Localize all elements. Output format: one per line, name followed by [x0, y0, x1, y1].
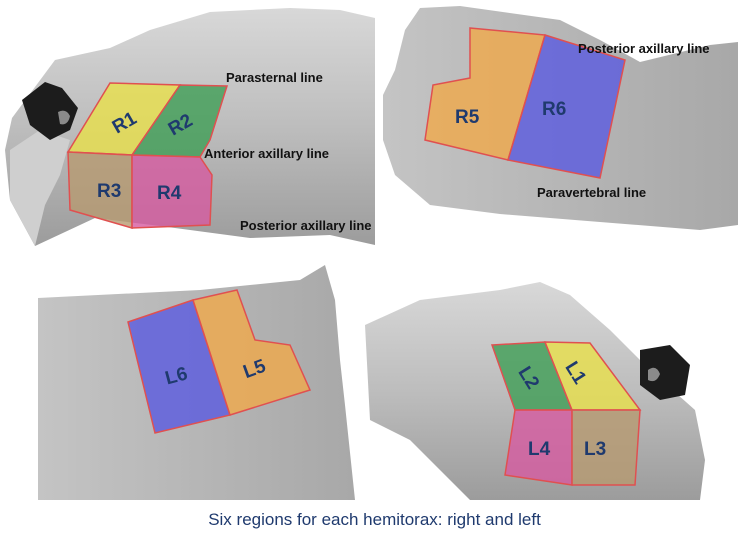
- parasternal-line-label: Parasternal line: [226, 70, 323, 85]
- region-r3-label: R3: [97, 181, 121, 202]
- region-l3-shape[interactable]: [571, 409, 641, 486]
- arm-photo: [10, 130, 70, 246]
- region-r5-label: R5: [455, 107, 480, 128]
- panel-bottom-right: L2 L1 L4 L3: [365, 282, 705, 500]
- posterior-axillary-line-label-right: Posterior axillary line: [578, 41, 710, 56]
- region-r6-shape[interactable]: [507, 34, 626, 179]
- region-l4-label: L4: [528, 439, 551, 460]
- region-r4-label: R4: [157, 183, 182, 204]
- ear-photo: [58, 110, 70, 125]
- posterior-axillary-line-label: Posterior axillary line: [240, 218, 372, 233]
- hair-photo-right: [640, 345, 690, 400]
- region-r6-label: R6: [542, 99, 566, 120]
- panel-top-left: R1 R2 R3 R4 Parasternal line Anterior ax…: [5, 8, 375, 246]
- panel-bottom-left: L6 L5: [38, 265, 355, 500]
- panel-top-right: R5 R6 Posterior axillary line Paraverteb…: [383, 6, 738, 230]
- region-l5-shape[interactable]: [192, 289, 312, 416]
- region-l3-label: L3: [584, 439, 606, 460]
- ear-photo-right: [648, 367, 660, 382]
- region-r4-shape[interactable]: [131, 154, 213, 229]
- figure-caption: Six regions for each hemitorax: right an…: [208, 510, 541, 529]
- paravertebral-line-label: Paravertebral line: [537, 185, 646, 200]
- anterior-axillary-line-label: Anterior axillary line: [204, 146, 329, 161]
- hair-photo: [22, 82, 78, 140]
